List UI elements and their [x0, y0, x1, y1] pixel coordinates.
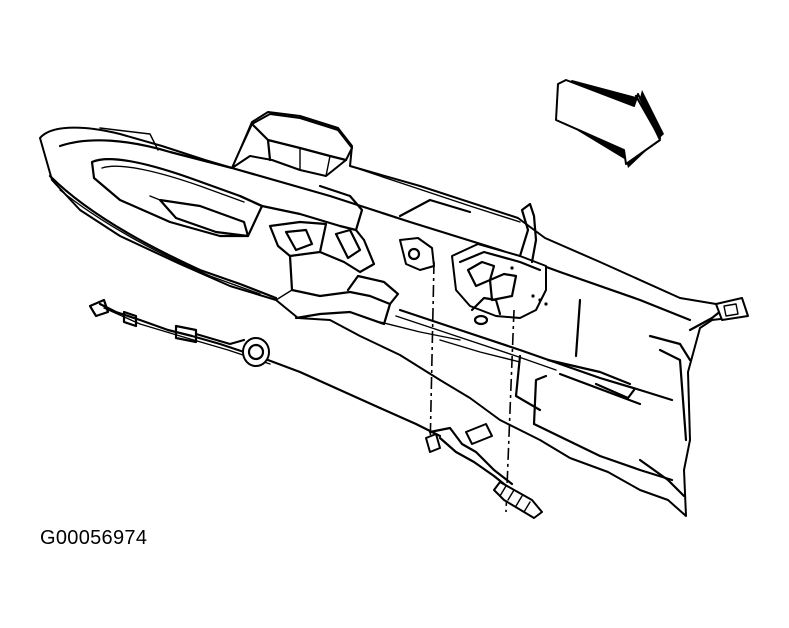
control-cable — [88, 298, 543, 519]
forward-arrow-icon — [555, 79, 664, 168]
alignment-lines — [429, 261, 515, 513]
dash-panel — [39, 111, 749, 517]
figure-id-label: G00056974 — [40, 527, 148, 549]
